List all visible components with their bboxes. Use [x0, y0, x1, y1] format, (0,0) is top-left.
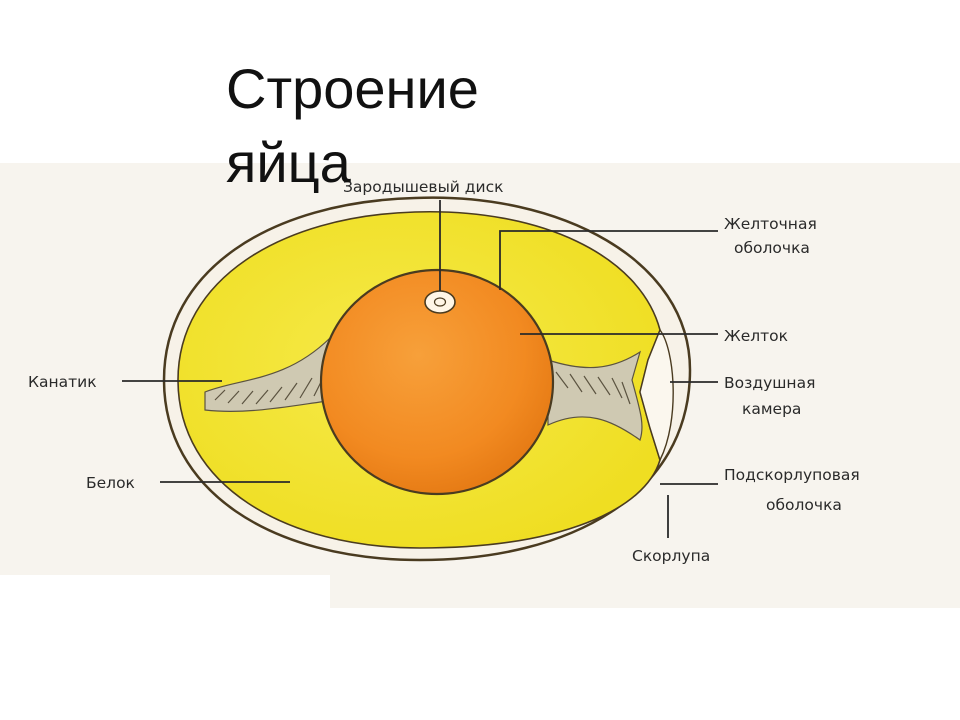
- label-shell-membrane-2: оболочка: [766, 496, 842, 514]
- label-vitelline-membrane-1: Желточная: [724, 215, 817, 233]
- label-air-cell-2: камера: [742, 400, 801, 418]
- label-shell: Скорлупа: [632, 547, 710, 565]
- label-yolk: Желток: [724, 327, 788, 345]
- title-line-2: яйца: [226, 130, 351, 194]
- label-chalaza: Канатик: [28, 373, 97, 391]
- title-line-1: Строение: [226, 57, 479, 120]
- leader-vitelline-membrane: [499, 230, 718, 290]
- label-air-cell-1: Воздушная: [724, 374, 815, 392]
- leader-lines: [122, 200, 718, 538]
- germinal-disc-center: [433, 297, 447, 307]
- label-albumen: Белок: [86, 474, 135, 492]
- diagram-title: Строение яйца: [226, 52, 546, 200]
- figure-panel-lower: [330, 560, 960, 608]
- label-vitelline-membrane-2: оболочка: [734, 239, 810, 257]
- air-cell: [639, 328, 674, 462]
- yolk: [319, 268, 555, 496]
- label-germinal-disc: Зародышевый диск: [343, 178, 503, 196]
- chalaza-right: [547, 350, 643, 441]
- label-shell-membrane-1: Подскорлуповая: [724, 466, 860, 484]
